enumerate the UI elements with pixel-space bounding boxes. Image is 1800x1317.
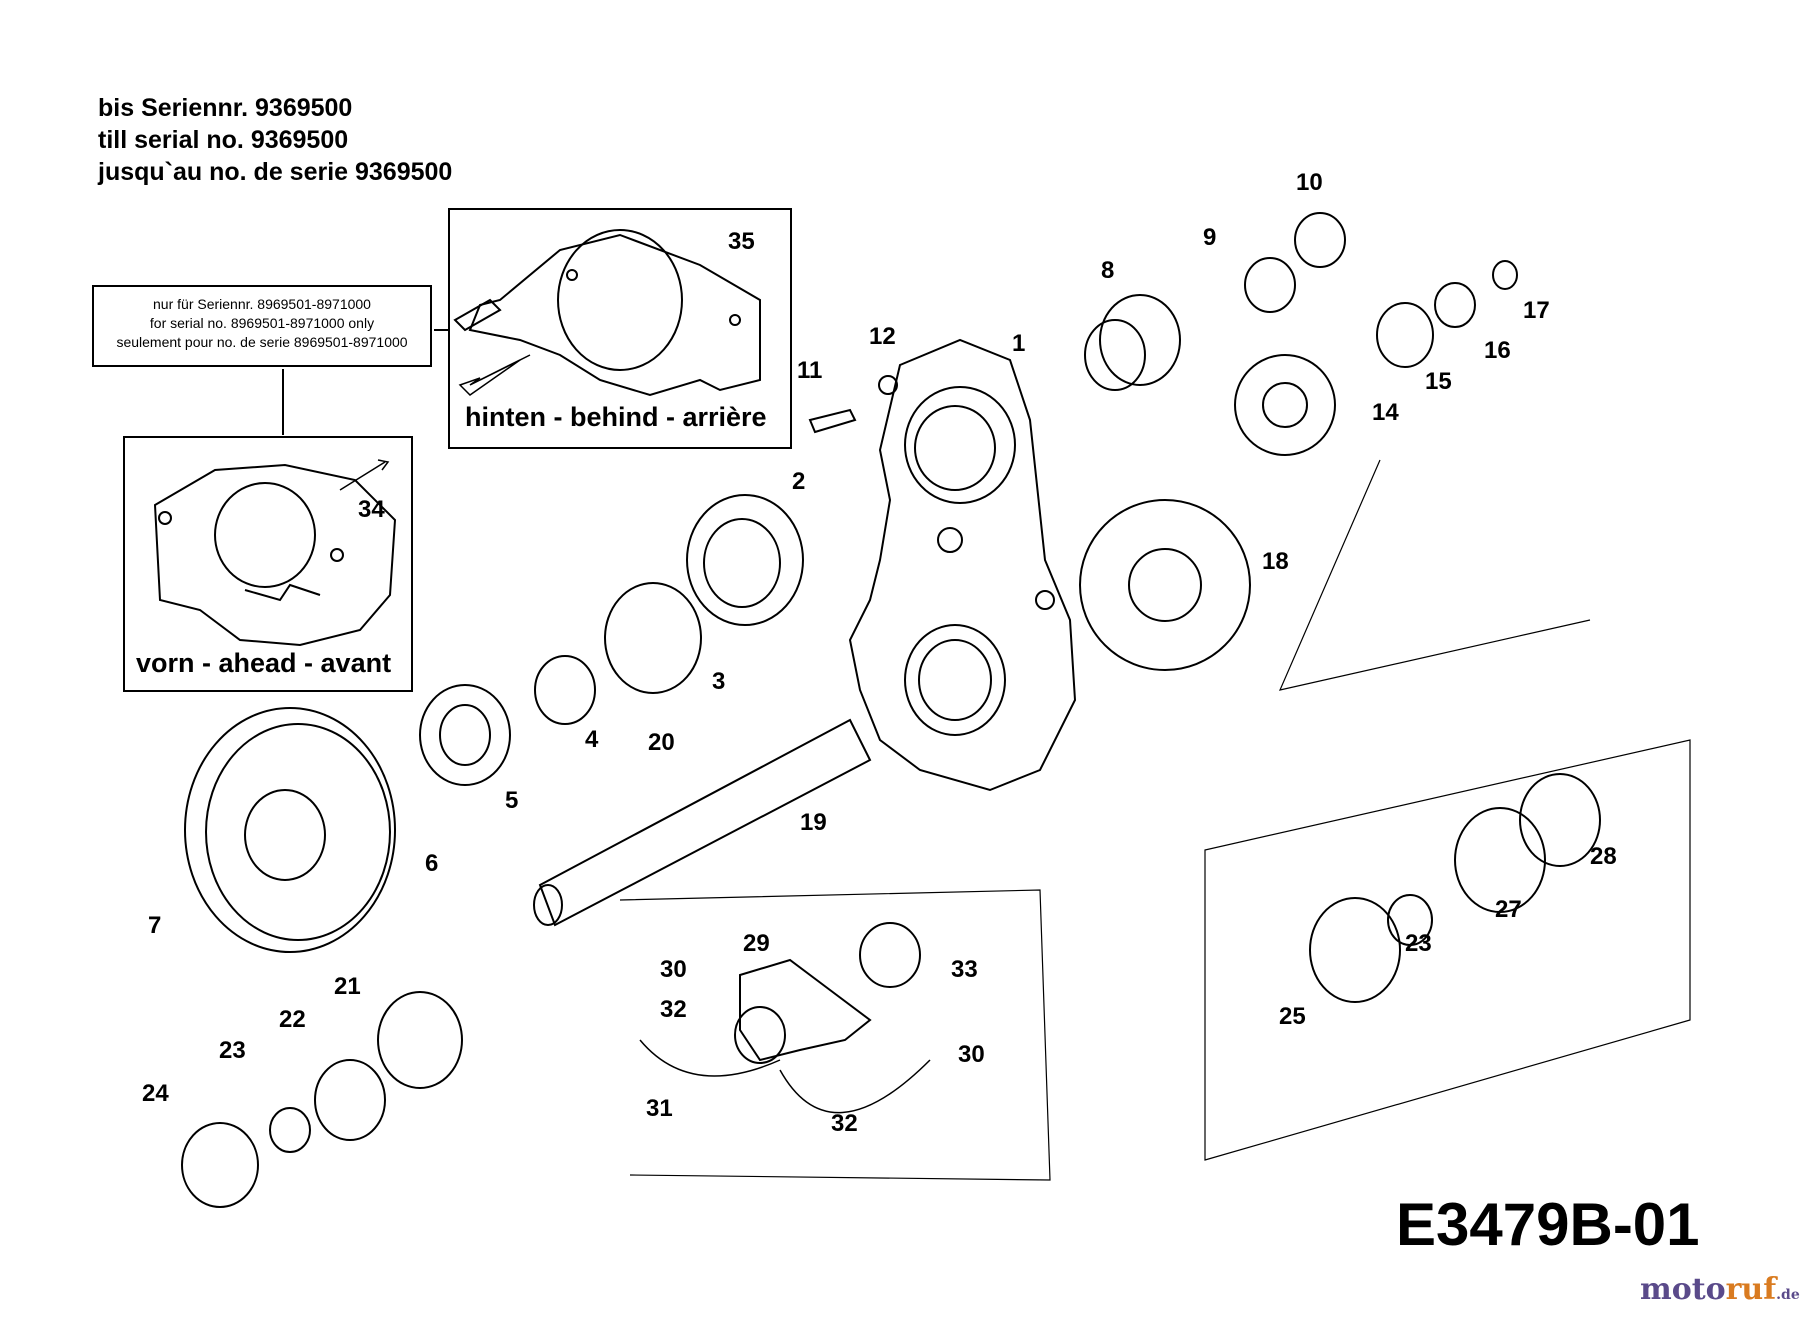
serial-line-de: bis Seriennr. 9369500	[98, 94, 353, 122]
part-label-16: 16	[1484, 337, 1511, 364]
part-label-22: 22	[279, 1006, 306, 1033]
part-label-8: 8	[1101, 257, 1115, 284]
part-label-9: 9	[1203, 224, 1217, 251]
part-label-6: 6	[425, 850, 439, 877]
part-label-27: 27	[1495, 896, 1522, 923]
pulley-drawing	[184, 707, 396, 953]
part-label-2: 2	[792, 468, 806, 495]
serial-note-box: nur für Seriennr. 8969501-8971000 for se…	[92, 285, 432, 367]
part-label-10: 10	[1296, 169, 1323, 196]
motoruf-watermark: motoruf.de	[1640, 1272, 1800, 1307]
part-label-19: 19	[800, 809, 827, 836]
part-label-24: 24	[142, 1080, 169, 1107]
part-label-18: 18	[1262, 548, 1289, 575]
part-label-30-right: 30	[958, 1041, 985, 1068]
part-label-20: 20	[648, 729, 675, 756]
part-label-14: 14	[1372, 399, 1399, 426]
part-label-11: 11	[797, 357, 823, 384]
front-bracket-drawing	[153, 459, 397, 647]
part-label-28: 28	[1590, 843, 1617, 870]
part-label-23-right: 23	[1405, 930, 1432, 957]
gear-housing-drawing	[848, 338, 1077, 792]
rear-bracket-drawing	[453, 229, 761, 397]
note-line-en: for serial no. 8969501-8971000 only	[149, 315, 375, 331]
inset-rear-box	[448, 208, 792, 449]
part-label-32-left: 32	[660, 996, 687, 1023]
part-label-33: 33	[951, 956, 978, 983]
part-label-12: 12	[869, 323, 896, 350]
part-label-15: 15	[1425, 368, 1452, 395]
part-label-32-bottom: 32	[831, 1110, 858, 1137]
serial-line-en: till serial no. 9369500	[98, 126, 349, 154]
part-label-5: 5	[505, 787, 519, 814]
diagram-code: E3479B-01	[1396, 1191, 1700, 1258]
part-label-23-left: 23	[219, 1037, 246, 1064]
part-label-17: 17	[1523, 297, 1550, 324]
part-label-7: 7	[148, 912, 162, 939]
part-label-3: 3	[712, 668, 726, 695]
inset-front-box	[123, 436, 413, 692]
part-label-35: 35	[728, 228, 755, 255]
note-line-de: nur für Seriennr. 8969501-8971000	[153, 296, 371, 312]
part-label-29: 29	[743, 930, 770, 957]
inset-front-caption: vorn - ahead - avant	[136, 648, 392, 678]
note-line-fr: seulement pour no. de serie 8969501-8971…	[116, 334, 408, 350]
part-label-30-left: 30	[660, 956, 687, 983]
part-label-31: 31	[646, 1095, 673, 1122]
part-label-34: 34	[358, 496, 385, 523]
part-label-25: 25	[1279, 1003, 1306, 1030]
part-label-1: 1	[1012, 330, 1026, 357]
part-label-21: 21	[334, 973, 361, 1000]
inset-rear-caption: hinten - behind - arrière	[465, 402, 767, 432]
part-label-4: 4	[585, 726, 599, 753]
serial-line-fr: jusqu`au no. de serie 9369500	[98, 158, 453, 186]
